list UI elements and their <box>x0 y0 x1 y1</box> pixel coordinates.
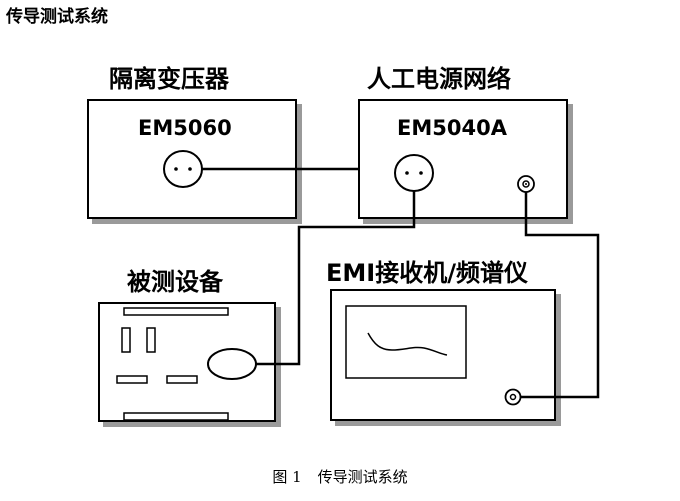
eut-component <box>116 375 148 384</box>
figure-title: 传导测试系统 <box>317 468 408 486</box>
figure-caption: 图 1 传导测试系统 <box>0 466 680 487</box>
eut-name: 被测设备 <box>127 268 223 296</box>
eut-component <box>123 307 229 316</box>
lisn-box <box>358 99 568 219</box>
eut-component <box>166 375 198 384</box>
figure-number: 图 1 <box>272 468 302 486</box>
transformer-outlet-icon <box>163 150 203 188</box>
receiver-screen <box>345 305 467 379</box>
isolation-transformer-model: EM5060 <box>138 116 232 140</box>
lisn-model: EM5040A <box>397 116 507 140</box>
page-title: 传导测试系统 <box>6 7 108 27</box>
rf-cable-lisn-to-receiver <box>520 192 600 399</box>
power-cable-lisn-to-eut <box>256 191 416 366</box>
eut-component <box>123 412 229 421</box>
eut-component <box>121 327 131 353</box>
spectrum-trace <box>367 332 448 356</box>
receiver-rf-port-icon <box>504 388 522 406</box>
lisn-name: 人工电源网络 <box>367 65 511 93</box>
eut-plug-icon <box>207 348 257 380</box>
receiver-name: EMI接收机/频谱仪 <box>326 259 528 287</box>
eut-component <box>146 327 156 353</box>
isolation-transformer-name: 隔离变压器 <box>109 65 229 93</box>
eut-box <box>98 302 276 422</box>
lisn-rf-port-icon <box>517 175 535 193</box>
lisn-outlet-icon <box>394 154 434 192</box>
